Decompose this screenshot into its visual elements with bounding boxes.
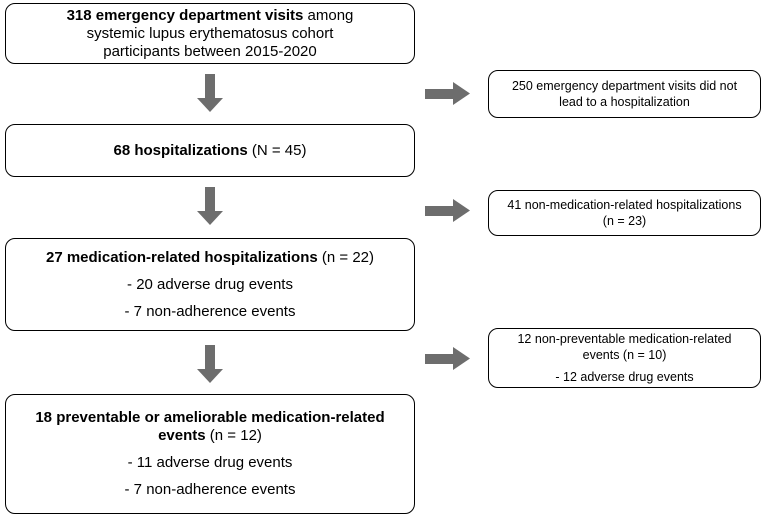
- box-hospitalizations: 68 hospitalizations (N = 45): [5, 124, 415, 177]
- arrow-right-3: [425, 347, 470, 370]
- box-medication-hospitalizations-heading: 27 medication-related hospitalizations (…: [46, 249, 374, 267]
- box-medication-hospitalizations-bullet2: - 7 non-adherence events: [124, 302, 296, 320]
- arrow-right-1: [425, 82, 470, 105]
- box-preventable-events: 18 preventable or ameliorable medication…: [5, 394, 415, 514]
- box-no-hospitalization-line2: lead to a hospitalization: [559, 95, 690, 109]
- box-non-medication-hospitalizations-line1: 41 non-medication-related hospitalizatio…: [507, 198, 742, 212]
- box-medication-hospitalizations-heading-regular: (n = 22): [317, 248, 374, 266]
- box-preventable-events-heading-line2: events (n = 12): [158, 427, 262, 445]
- box-no-hospitalization-line1: 250 emergency department visits did not: [511, 79, 738, 93]
- box-preventable-events-heading-line2-bold: events: [158, 427, 206, 444]
- box-non-preventable-events-line1: 12 non-preventable medication-related: [517, 332, 732, 346]
- box-no-hospitalization: 250 emergency department visits did not …: [488, 70, 761, 118]
- box-ed-visits-line2: systemic lupus erythematosus cohort: [86, 24, 334, 42]
- arrow-down-1: [196, 74, 224, 112]
- box-preventable-events-bullet1: - 11 adverse drug events: [127, 454, 293, 471]
- arrow-right-icon: [425, 347, 470, 370]
- arrow-down-3: [196, 345, 224, 383]
- arrow-right-icon: [425, 199, 470, 222]
- box-ed-visits: 318 emergency department visits among sy…: [5, 3, 415, 64]
- box-hospitalizations-heading-bold: 68 hospitalizations: [113, 141, 248, 159]
- box-preventable-events-bullet2: - 7 non-adherence events: [124, 481, 296, 498]
- box-preventable-events-heading-line1: 18 preventable or ameliorable medication…: [35, 409, 385, 426]
- arrow-down-icon: [197, 187, 223, 225]
- arrow-down-icon: [197, 74, 223, 112]
- box-medication-hospitalizations-bullet1: - 20 adverse drug events: [127, 275, 293, 293]
- box-medication-hospitalizations: 27 medication-related hospitalizations (…: [5, 238, 415, 331]
- box-non-preventable-events: 12 non-preventable medication-related ev…: [488, 328, 761, 388]
- box-medication-hospitalizations-heading-bold: 27 medication-related hospitalizations: [45, 248, 318, 266]
- box-ed-visits-heading: 318 emergency department visits among: [67, 7, 354, 25]
- arrow-right-2: [425, 199, 470, 222]
- box-non-medication-hospitalizations: 41 non-medication-related hospitalizatio…: [488, 190, 761, 236]
- box-hospitalizations-heading-regular: (N = 45): [247, 141, 307, 159]
- arrow-right-icon: [425, 82, 470, 105]
- arrow-down-icon: [197, 345, 223, 383]
- box-non-preventable-events-bullet: - 12 adverse drug events: [555, 370, 694, 384]
- box-ed-visits-line3: participants between 2015-2020: [103, 42, 317, 60]
- box-ed-visits-heading-regular: among: [303, 6, 354, 24]
- box-ed-visits-heading-bold: 318 emergency department visits: [66, 6, 304, 24]
- box-preventable-events-heading-line2-regular: (n = 12): [205, 427, 262, 444]
- box-non-medication-hospitalizations-line2: (n = 23): [602, 214, 647, 228]
- arrow-down-2: [196, 187, 224, 225]
- box-non-preventable-events-line2: events (n = 10): [582, 348, 667, 362]
- box-hospitalizations-heading: 68 hospitalizations (N = 45): [114, 142, 307, 160]
